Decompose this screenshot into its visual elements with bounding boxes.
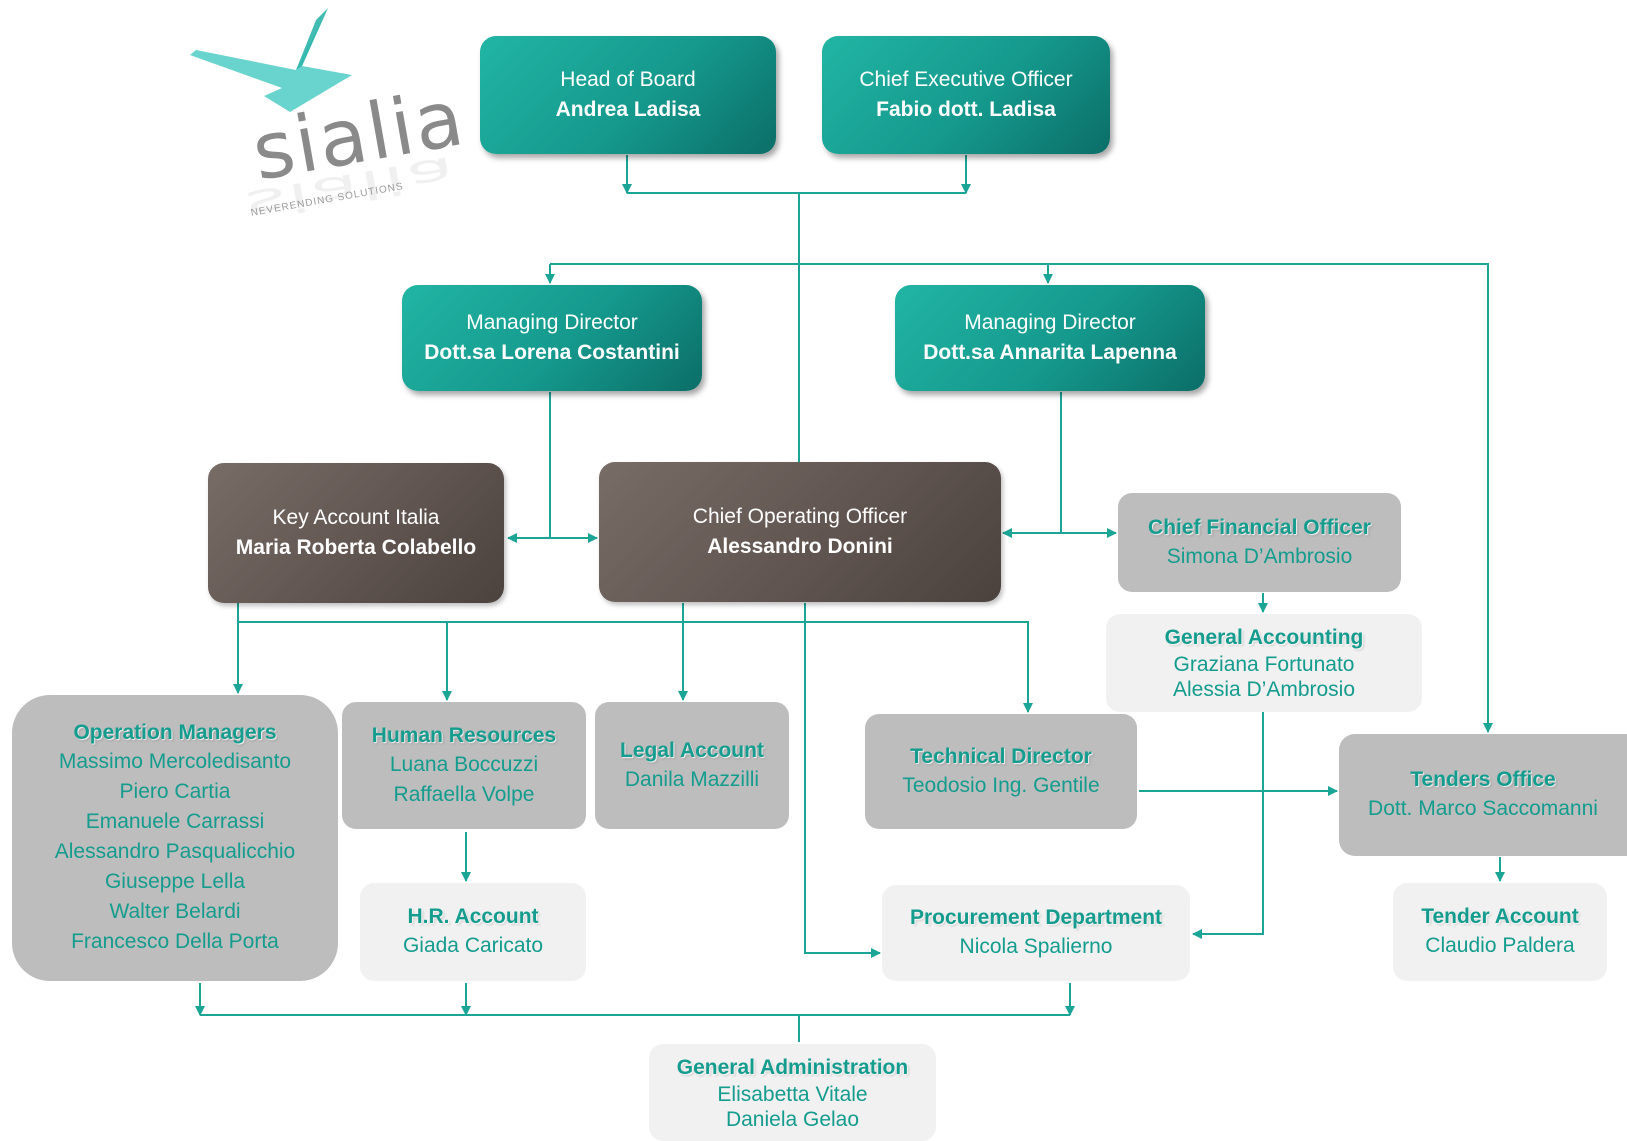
- operation-manager-member: Piero Cartia: [119, 780, 231, 803]
- cfo-box: Chief Financial Officer Simona D’Ambrosi…: [1118, 493, 1401, 592]
- human-resources-member: Raffaella Volpe: [393, 782, 535, 806]
- technical-director-box: Technical Director Teodosio Ing. Gentile: [865, 714, 1137, 829]
- managing-director-right-name: Dott.sa Annarita Lapenna: [923, 341, 1177, 364]
- managing-director-right-box: Managing Director Dott.sa Annarita Lapen…: [895, 285, 1205, 391]
- tenders-office-box: Tenders Office Dott. Marco Saccomanni: [1339, 734, 1627, 856]
- ceo-role: Chief Executive Officer: [859, 68, 1073, 91]
- head-of-board-name: Andrea Ladisa: [555, 98, 701, 121]
- operation-manager-member: Alessandro Pasqualicchio: [54, 840, 296, 863]
- legal-account-title: Legal Account: [620, 738, 764, 762]
- hr-account-box: H.R. Account Giada Caricato: [360, 883, 586, 981]
- managing-director-left-name: Dott.sa Lorena Costantini: [424, 341, 680, 364]
- coo-role: Chief Operating Officer: [692, 505, 908, 528]
- technical-director-member: Teodosio Ing. Gentile: [902, 773, 1100, 797]
- tender-account-box: Tender Account Claudio Paldera: [1393, 883, 1607, 981]
- bird-logo-icon: [190, 8, 352, 112]
- general-accounting-title: General Accounting: [1164, 626, 1364, 649]
- connector-coo-to-procurement: [804, 603, 881, 958]
- connector-directors-bar: [550, 263, 1493, 733]
- connector-dist-bar: [237, 603, 1033, 713]
- operation-manager-member: Giuseppe Lella: [104, 870, 246, 893]
- general-accounting-box: General Accounting Graziana Fortunato Al…: [1106, 614, 1422, 712]
- general-administration-box: General Administration Elisabetta Vitale…: [649, 1044, 936, 1141]
- human-resources-member: Luana Boccuzzi: [389, 752, 539, 776]
- cfo-member: Simona D’Ambrosio: [1166, 544, 1353, 568]
- coo-name: Alessandro Donini: [707, 535, 893, 558]
- operation-manager-member: Massimo Mercoledisanto: [58, 750, 292, 773]
- general-accounting-member: Graziana Fortunato: [1173, 653, 1355, 676]
- operation-managers-box: Operation Managers Massimo Mercoledisant…: [12, 695, 338, 981]
- hr-account-member: Giada Caricato: [402, 934, 544, 957]
- general-administration-title: General Administration: [676, 1055, 909, 1079]
- general-administration-member: Elisabetta Vitale: [717, 1082, 868, 1106]
- sialia-logo: sialia NEVERENDING SOLUTIONS sialia: [190, 0, 472, 290]
- head-of-board-role: Head of Board: [560, 68, 696, 91]
- technical-director-title: Technical Director: [910, 744, 1092, 768]
- operation-manager-member: Walter Belardi: [109, 900, 241, 923]
- ceo-box: Chief Executive Officer Fabio dott. Ladi…: [822, 36, 1110, 154]
- tender-account-title: Tender Account: [1421, 905, 1579, 928]
- operation-manager-member: Francesco Della Porta: [71, 930, 279, 953]
- general-accounting-member: Alessia D’Ambrosio: [1172, 678, 1356, 701]
- managing-director-left-role: Managing Director: [466, 311, 638, 334]
- tenders-office-title: Tenders Office: [1410, 768, 1556, 791]
- key-account-box: Key Account Italia Maria Roberta Colabel…: [208, 463, 504, 603]
- tenders-office-member: Dott. Marco Saccomanni: [1368, 797, 1598, 820]
- human-resources-box: Human Resources Luana Boccuzzi Raffaella…: [342, 702, 586, 829]
- key-account-role: Key Account Italia: [272, 506, 440, 529]
- managing-director-right-role: Managing Director: [964, 311, 1136, 334]
- coo-box: Chief Operating Officer Alessandro Donin…: [599, 462, 1001, 602]
- procurement-title: Procurement Department: [909, 906, 1163, 929]
- tender-account-member: Claudio Paldera: [1425, 934, 1575, 957]
- connector-accounting-to-procurement: [1192, 712, 1264, 939]
- hr-account-title: H.R. Account: [407, 905, 539, 928]
- ceo-name: Fabio dott. Ladisa: [876, 98, 1056, 121]
- procurement-member: Nicola Spalierno: [959, 935, 1113, 958]
- operation-manager-member: Emanuele Carrassi: [85, 810, 265, 833]
- operation-managers-title: Operation Managers: [73, 721, 277, 744]
- head-of-board-box: Head of Board Andrea Ladisa: [480, 36, 776, 154]
- legal-account-member: Danila Mazzilli: [624, 767, 760, 791]
- human-resources-title: Human Resources: [371, 723, 557, 747]
- procurement-box: Procurement Department Nicola Spalierno: [882, 885, 1190, 981]
- managing-director-left-box: Managing Director Dott.sa Lorena Costant…: [402, 285, 702, 391]
- cfo-title: Chief Financial Officer: [1148, 515, 1371, 539]
- legal-account-box: Legal Account Danila Mazzilli: [595, 702, 789, 829]
- key-account-name: Maria Roberta Colabello: [235, 536, 477, 559]
- general-administration-member: Daniela Gelao: [725, 1107, 860, 1131]
